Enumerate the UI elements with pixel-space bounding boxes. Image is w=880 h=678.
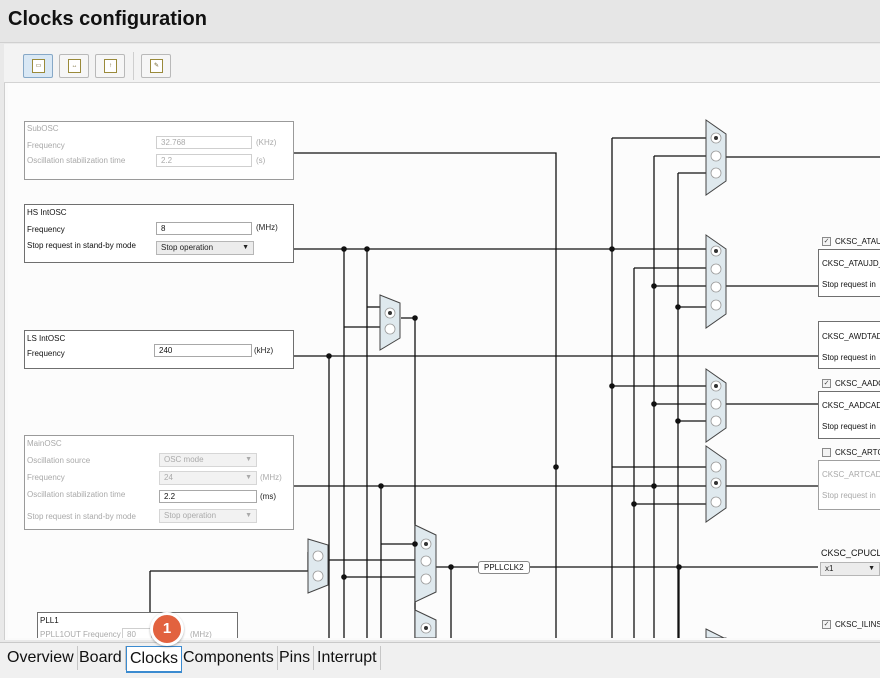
tab-pins[interactable]: Pins — [276, 646, 315, 670]
ls-intosc-frequency-field[interactable]: 240 — [154, 344, 252, 357]
toolbar — [4, 44, 880, 83]
pll1-output-field[interactable]: 80 — [122, 628, 152, 638]
export-icon: ↑ — [104, 59, 117, 73]
chevron-down-icon: ▼ — [245, 474, 252, 481]
subosc-title: SubOSC — [27, 124, 59, 133]
hs-intosc-title: HS IntOSC — [27, 208, 67, 217]
toolbar-separator — [133, 52, 134, 80]
ckscawdtad-panel — [818, 321, 880, 369]
tab-clocks[interactable]: Clocks — [126, 646, 183, 673]
ls-intosc-frequency-unit: (kHz) — [254, 346, 274, 355]
cksc-aadc-checkbox[interactable]: ✓ — [822, 379, 831, 388]
subosc-frequency-field[interactable]: 32.768 — [156, 136, 252, 149]
fit-view-button[interactable]: ▭ — [23, 54, 53, 78]
cksc-artca-checkbox[interactable] — [822, 448, 831, 457]
pll1-output-unit: (MHz) — [190, 630, 212, 638]
mainosc-frequency-unit: (MHz) — [260, 473, 282, 482]
ckscawdtad-title: CKSC_AWDTAD_ — [822, 332, 880, 341]
title-bar: Clocks configuration — [0, 0, 880, 43]
mainosc-source-label: Oscillation source — [27, 456, 91, 465]
mainosc-frequency-value: 24 — [164, 473, 173, 482]
pll1-title: PLL1 — [40, 616, 59, 625]
ckscataujd-checkbox[interactable]: ✓ — [822, 237, 831, 246]
mainosc-frequency-label: Frequency — [27, 473, 65, 482]
hs-intosc-frequency-field[interactable]: 8 — [156, 222, 252, 235]
chevron-down-icon: ▼ — [868, 565, 875, 572]
mainosc-stabilization-unit: (ms) — [260, 492, 276, 501]
subosc-panel — [24, 121, 294, 180]
ckscataujd-title: CKSC_ATAUJD_C — [822, 259, 880, 268]
tab-board[interactable]: Board — [76, 646, 126, 670]
hs-intosc-frequency-unit: (MHz) — [256, 223, 278, 232]
hs-intosc-stop-select[interactable]: Stop operation ▼ — [156, 241, 254, 255]
subosc-stabilization-unit: (s) — [256, 156, 266, 165]
mainosc-stop-label: Stop request in stand-by mode — [27, 512, 136, 521]
fit-icon: ▭ — [32, 59, 45, 73]
zoom-icon: ↔ — [68, 59, 81, 73]
clock-diagram-canvas[interactable]: SubOSC Frequency 32.768 (KHz) Oscillatio… — [8, 83, 880, 638]
cksc-aadcad-stop-label: Stop request in — [822, 422, 876, 431]
mainosc-source-select[interactable]: OSC mode ▼ — [159, 453, 257, 467]
report-button[interactable]: ✎ — [141, 54, 171, 78]
tab-interrupt[interactable]: Interrupt — [314, 646, 381, 670]
cksc-cpuclk-divider-select[interactable]: x1 ▼ — [820, 562, 880, 576]
report-icon: ✎ — [150, 59, 163, 73]
chevron-down-icon: ▼ — [245, 512, 252, 519]
step-badge: 1 — [150, 612, 184, 646]
clock-wires — [149, 119, 880, 638]
cksc-aadcad-panel — [818, 391, 880, 439]
cksc-ilins-check-label: CKSC_ILINS_ — [835, 620, 880, 629]
chevron-down-icon: ▼ — [242, 244, 249, 251]
mainosc-stop-value: Stop operation — [164, 511, 217, 520]
ckscataujd-panel — [818, 249, 880, 297]
hs-intosc-stop-value: Stop operation — [161, 243, 214, 252]
chevron-down-icon: ▼ — [245, 456, 252, 463]
editor-tabs: Overview Board Clocks Components Pins In… — [0, 642, 880, 678]
cksc-cpuclk-title: CKSC_CPUCLK — [821, 548, 880, 558]
subosc-frequency-label: Frequency — [27, 141, 65, 150]
cksc-aadc-check-label: CKSC_AADC — [835, 379, 880, 388]
zoom-button[interactable]: ↔ — [59, 54, 89, 78]
cksc-artca-check-label: CKSC_ARTCA — [835, 448, 880, 457]
hs-intosc-stop-label: Stop request in stand-by mode — [27, 241, 136, 250]
mainosc-title: MainOSC — [27, 439, 62, 448]
subosc-stabilization-label: Oscillation stabilization time — [27, 156, 126, 165]
tab-overview[interactable]: Overview — [4, 646, 78, 670]
page-title: Clocks configuration — [8, 8, 207, 30]
export-button[interactable]: ↑ — [95, 54, 125, 78]
subosc-frequency-unit: (KHz) — [256, 138, 277, 147]
mainosc-source-value: OSC mode — [164, 455, 204, 464]
tab-components[interactable]: Components — [180, 646, 278, 670]
mainosc-stop-select[interactable]: Stop operation ▼ — [159, 509, 257, 523]
pllclk2-label: PPLLCLK2 — [478, 561, 530, 574]
mainosc-stabilization-field[interactable]: 2.2 — [159, 490, 257, 503]
ckscataujd-check-label: CKSC_ATAU — [835, 237, 880, 246]
ckscawdtad-stop-label: Stop request in — [822, 353, 876, 362]
hs-intosc-frequency-label: Frequency — [27, 225, 65, 234]
pll1-output-label: PPLL1OUT Frequency — [40, 630, 121, 638]
cksc-artcad-panel — [818, 460, 880, 510]
cksc-artcad-title: CKSC_ARTCAD_ — [822, 470, 880, 479]
ls-intosc-title: LS IntOSC — [27, 334, 66, 343]
cksc-artcad-stop-label: Stop request in — [822, 491, 876, 500]
ls-intosc-frequency-label: Frequency — [27, 349, 65, 358]
cksc-aadcad-title: CKSC_AADCAD_ — [822, 401, 880, 410]
cksc-cpuclk-divider-value: x1 — [825, 564, 834, 573]
mainosc-frequency-select[interactable]: 24 ▼ — [159, 471, 257, 485]
subosc-stabilization-field[interactable]: 2.2 — [156, 154, 252, 167]
ckscataujd-stop-label: Stop request in — [822, 280, 876, 289]
mainosc-stabilization-label: Oscillation stabilization time — [27, 490, 126, 499]
cksc-ilins-checkbox[interactable]: ✓ — [822, 620, 831, 629]
